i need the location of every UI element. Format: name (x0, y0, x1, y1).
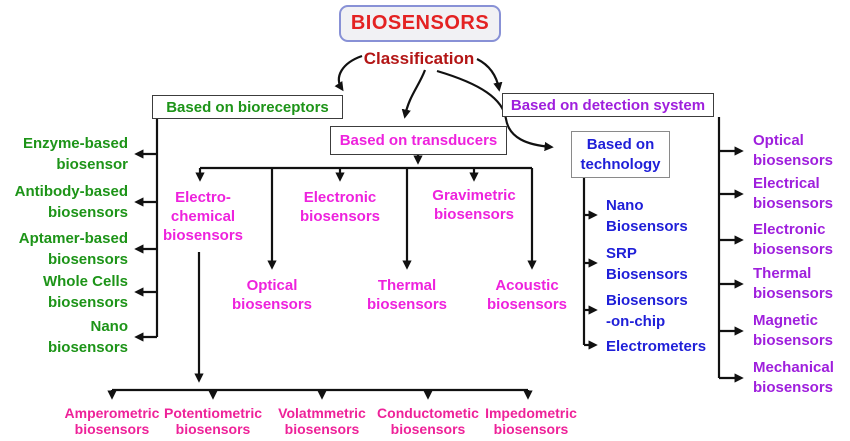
detection-item-thermal: Thermal biosensors (753, 265, 834, 302)
technology-item-srp: SRP Biosensors (606, 245, 688, 283)
electrochemical-item-amperometric: Amperometric biosensors (64, 405, 160, 437)
electrochemical-item-conductometric: Conductometic biosensors (377, 405, 479, 437)
arrow-classification-to-technology (436, 69, 554, 152)
detection-item-electrical: Electrical biosensors (753, 175, 834, 212)
transducer-item-acoustic: Acoustic biosensors (486, 277, 568, 313)
header-based-on-technology: Based on technology (571, 131, 670, 178)
electrochemical-item-impedometric: Impedometric biosensors (485, 405, 577, 437)
header-based-on-transducers: Based on transducers (330, 126, 507, 155)
arrow-classification-to-bioreceptors (334, 54, 363, 92)
bioreceptor-item-enzyme: Enzyme-based biosensor (22, 135, 128, 173)
classification-label: Classification (363, 49, 475, 68)
bioreceptor-item-aptamer: Aptamer-based biosensors (18, 230, 128, 268)
electrochemical-item-voltammetric: Volatmmetric biosensors (278, 405, 366, 437)
transducer-item-electrochemical: Electro- chemical biosensors (162, 189, 244, 244)
detection-item-electronic: Electronic biosensors (753, 221, 834, 258)
detection-item-optical: Optical biosensors (753, 132, 834, 169)
bioreceptor-item-antibody: Antibody-based biosensors (14, 183, 128, 221)
transducer-item-electronic: Electronic biosensors (299, 189, 381, 225)
detection-item-mechanical: Mechanical biosensors (753, 359, 834, 396)
detection-item-magnetic: Magnetic biosensors (753, 312, 834, 349)
transducer-item-thermal: Thermal biosensors (366, 277, 448, 313)
technology-item-electrometers: Electrometers (606, 338, 707, 355)
bioreceptor-item-whole-cells: Whole Cells biosensors (42, 273, 128, 311)
arrow-classification-to-detection (476, 58, 503, 92)
diagram-title: BIOSENSORS (339, 5, 501, 42)
electrochemical-item-potentiometric: Potentiometric biosensors (163, 405, 263, 437)
technology-item-on-chip: Biosensors -on-chip (606, 292, 688, 330)
transducer-item-optical: Optical biosensors (231, 277, 313, 313)
technology-item-nano: Nano Biosensors (606, 197, 688, 235)
header-based-on-bioreceptors: Based on bioreceptors (152, 95, 343, 119)
bioreceptor-item-nano: Nano biosensors (47, 318, 128, 356)
header-based-on-detection-system: Based on detection system (502, 93, 714, 117)
arrow-classification-to-transducers (401, 69, 427, 119)
transducer-item-gravimetric: Gravimetric biosensors (432, 187, 516, 223)
